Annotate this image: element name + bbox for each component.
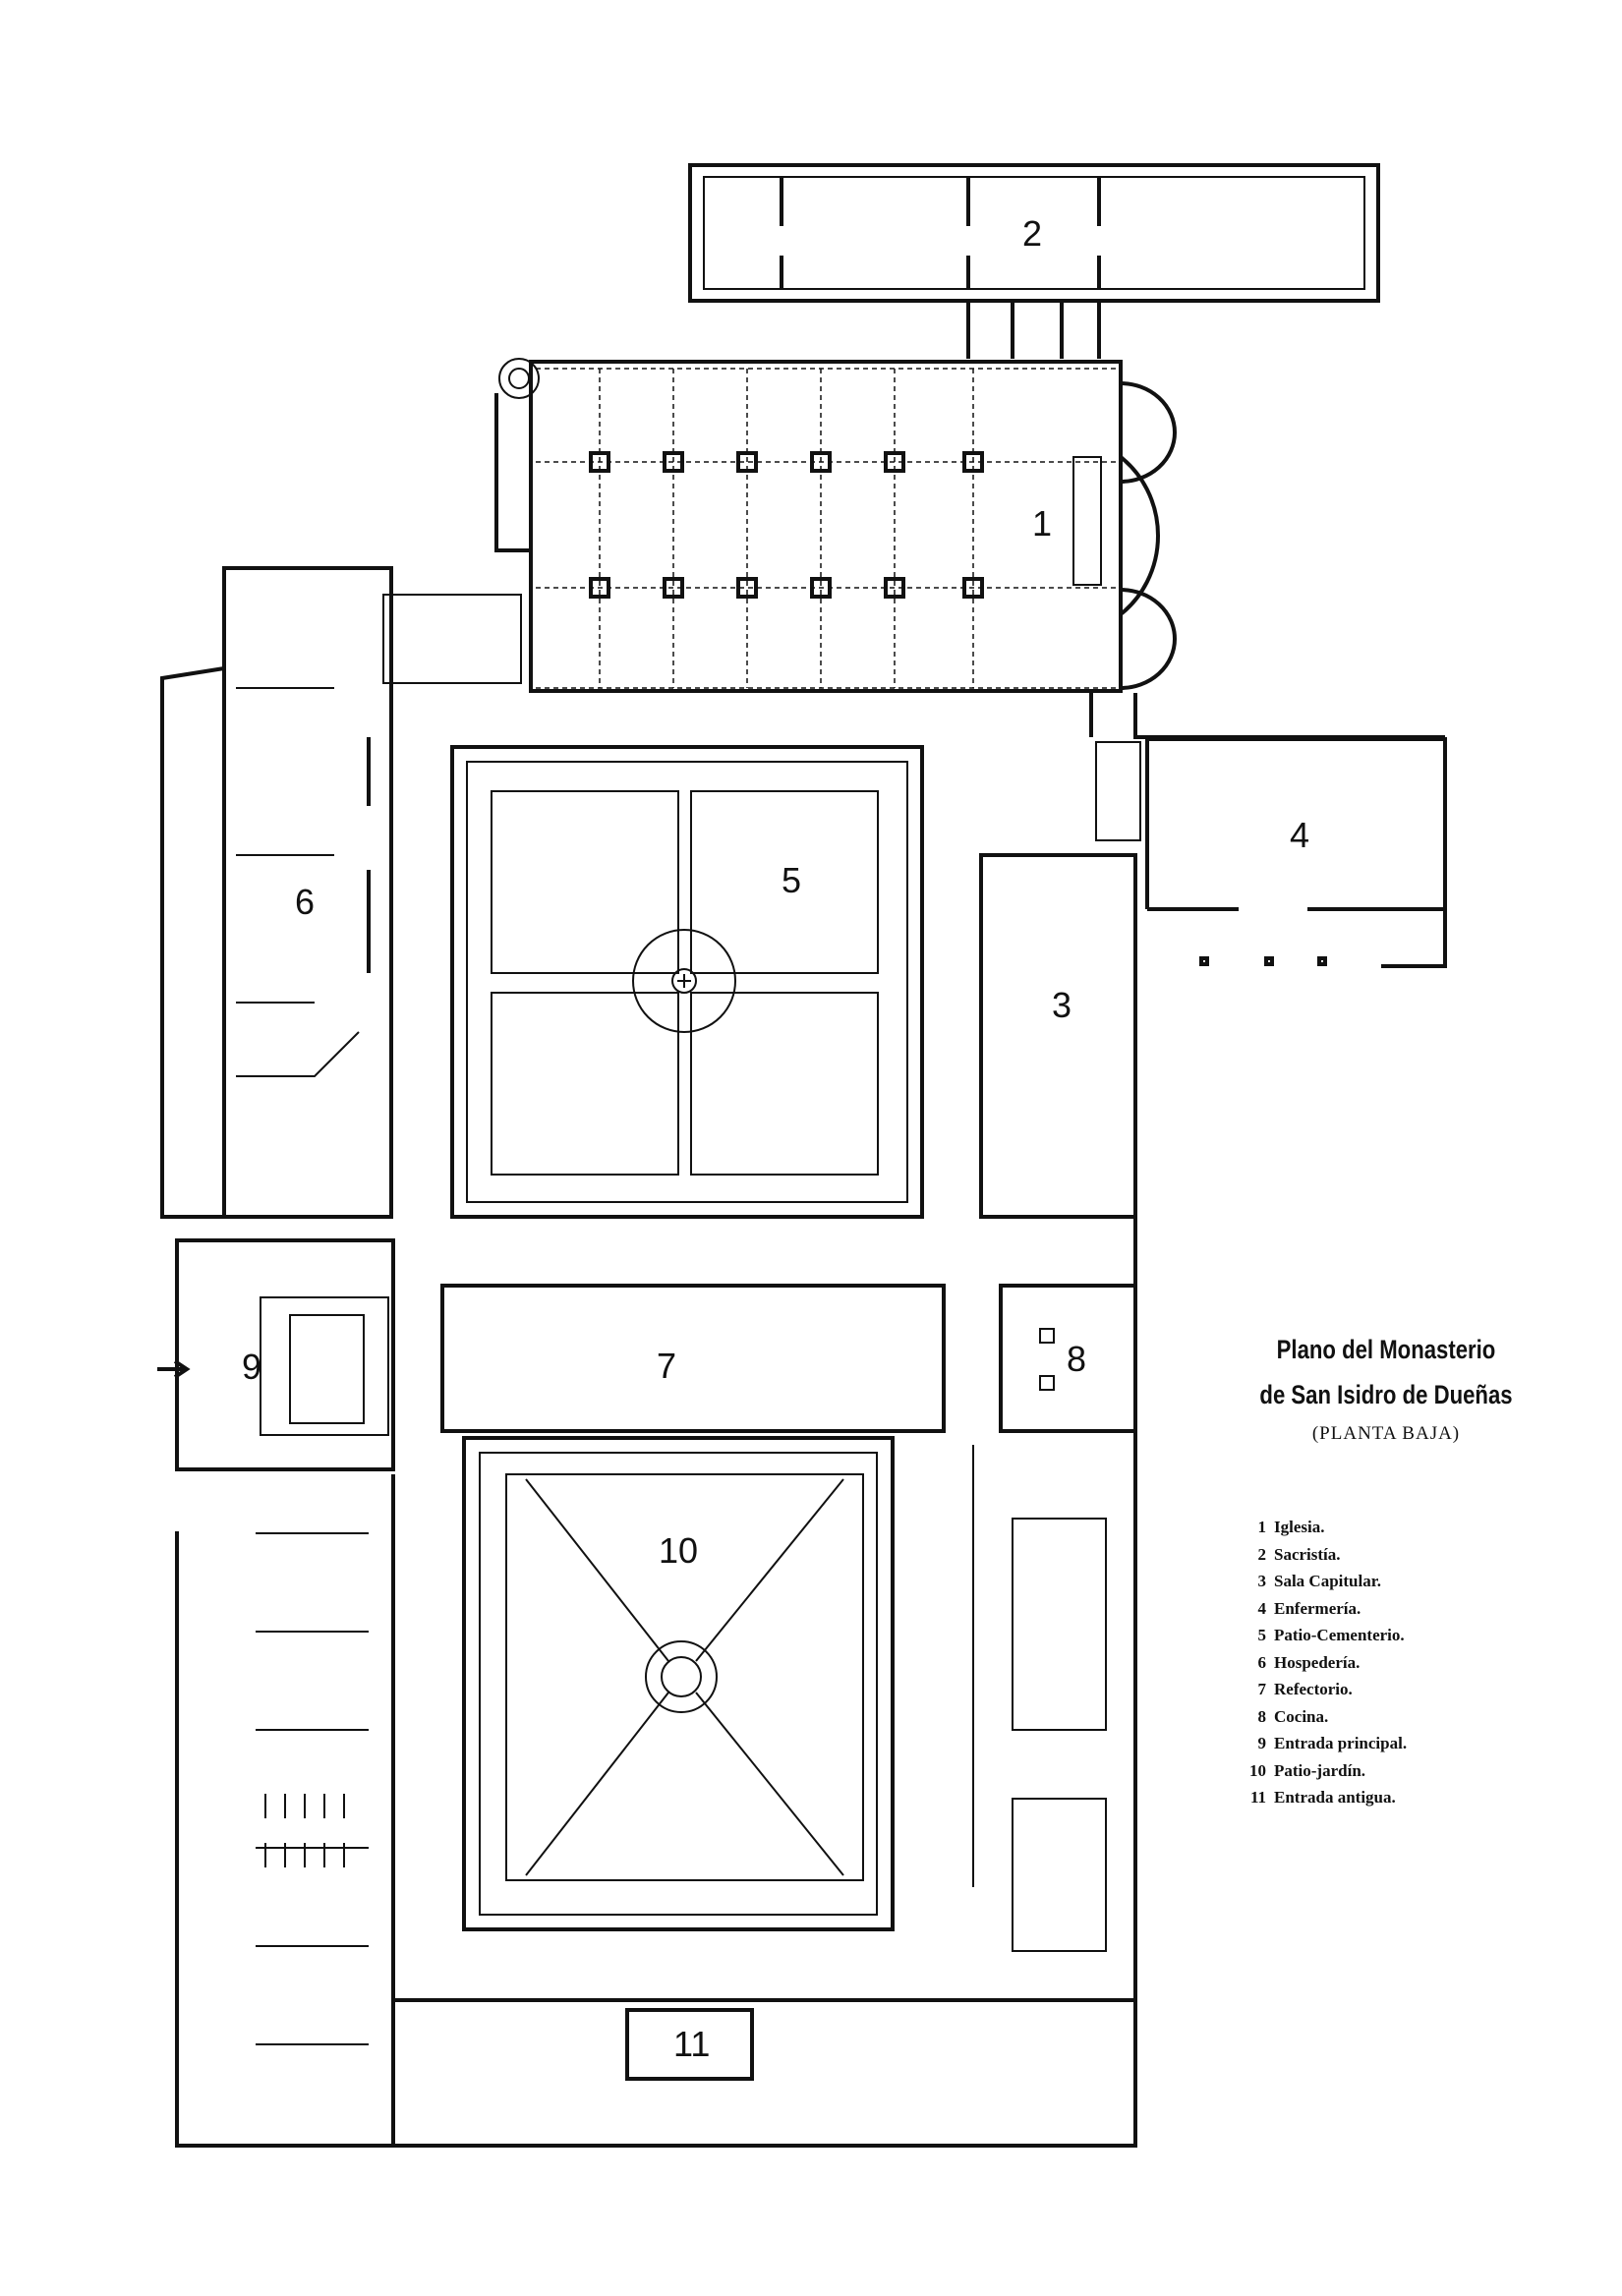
label-1: 1 — [1032, 503, 1052, 544]
cloister-patio-cementerio — [450, 745, 924, 1219]
legend-label: Patio-jardín. — [1274, 1760, 1366, 1780]
plan-title-line2: de San Isidro de Dueñas — [1259, 1380, 1513, 1409]
label-4: 4 — [1290, 815, 1309, 855]
label-11: 11 — [673, 2024, 710, 2064]
legend-label: Sacristía. — [1274, 1544, 1341, 1564]
legend-item: 7 Refectorio. — [1237, 1676, 1553, 1703]
church-pillar — [736, 577, 758, 599]
legend-number: 7 — [1257, 1680, 1267, 1698]
room-sala-capitular — [979, 853, 1137, 1219]
legend-item: 2 Sacristía. — [1237, 1541, 1553, 1569]
church-pillar — [736, 451, 758, 473]
plan-subtitle: (PLANTA BAJA) — [1311, 1423, 1461, 1444]
legend-number: 1 — [1257, 1518, 1267, 1536]
legend-list: 1 Iglesia. 2 Sacristía. 3 Sala Capitular. 4 Enf… — [1219, 1514, 1553, 1811]
legend-label: Refectorio. — [1274, 1680, 1353, 1698]
label-7: 7 — [657, 1346, 676, 1386]
legend-label: Enfermería. — [1274, 1598, 1361, 1618]
legend-item: 3 Sala Capitular. — [1237, 1568, 1553, 1595]
legend-number: 4 — [1257, 1598, 1267, 1618]
label-6: 6 — [295, 882, 315, 922]
room-entrada-antigua — [625, 2008, 754, 2081]
legend-item: 9 Entrada principal. — [1237, 1730, 1553, 1757]
legend: Plano del Monasterio de San Isidro de Du… — [1219, 1327, 1553, 1811]
room-hospederia — [160, 566, 522, 1219]
label-9: 9 — [242, 1347, 261, 1387]
legend-label: Hospedería. — [1274, 1652, 1361, 1672]
legend-number: 9 — [1257, 1734, 1267, 1752]
room-iglesia — [494, 358, 1177, 693]
legend-item: 6 Hospedería. — [1237, 1649, 1553, 1677]
legend-label: Cocina. — [1274, 1706, 1329, 1726]
legend-label: Entrada principal. — [1274, 1734, 1408, 1752]
legend-item: 8 Cocina. — [1237, 1703, 1553, 1731]
legend-number: 6 — [1257, 1652, 1267, 1672]
room-entrada-principal — [157, 1238, 395, 1471]
legend-item: 4 Enfermería. — [1237, 1595, 1553, 1623]
legend-label: Patio-Cementerio. — [1274, 1626, 1405, 1644]
cloister-patio-jardin — [462, 1436, 895, 1931]
legend-number: 5 — [1257, 1626, 1267, 1644]
legend-number: 11 — [1249, 1788, 1266, 1807]
legend-label: Iglesia. — [1274, 1518, 1325, 1536]
legend-number: 8 — [1257, 1706, 1267, 1726]
entrance-arrow-icon — [157, 1359, 191, 1379]
label-8: 8 — [1067, 1339, 1086, 1379]
plan-title-line1: Plano del Monasterio — [1276, 1335, 1496, 1364]
legend-item: 11 Entrada antigua. — [1237, 1784, 1553, 1811]
legend-number: 2 — [1257, 1544, 1267, 1564]
room-sacristia — [688, 163, 1380, 303]
legend-item: 5 Patio-Cementerio. — [1237, 1622, 1553, 1649]
legend-number: 3 — [1257, 1572, 1267, 1590]
room-refectorio — [440, 1284, 946, 1433]
legend-label: Entrada antigua. — [1274, 1788, 1396, 1807]
label-10: 10 — [659, 1530, 698, 1571]
room-enfermeria — [1095, 737, 1447, 968]
label-3: 3 — [1052, 985, 1072, 1025]
legend-number: 10 — [1249, 1760, 1266, 1780]
label-5: 5 — [782, 860, 801, 900]
legend-label: Sala Capitular. — [1274, 1572, 1381, 1590]
label-2: 2 — [1022, 213, 1042, 254]
legend-item: 10 Patio-jardín. — [1237, 1757, 1553, 1785]
legend-item: 1 Iglesia. — [1237, 1514, 1553, 1541]
